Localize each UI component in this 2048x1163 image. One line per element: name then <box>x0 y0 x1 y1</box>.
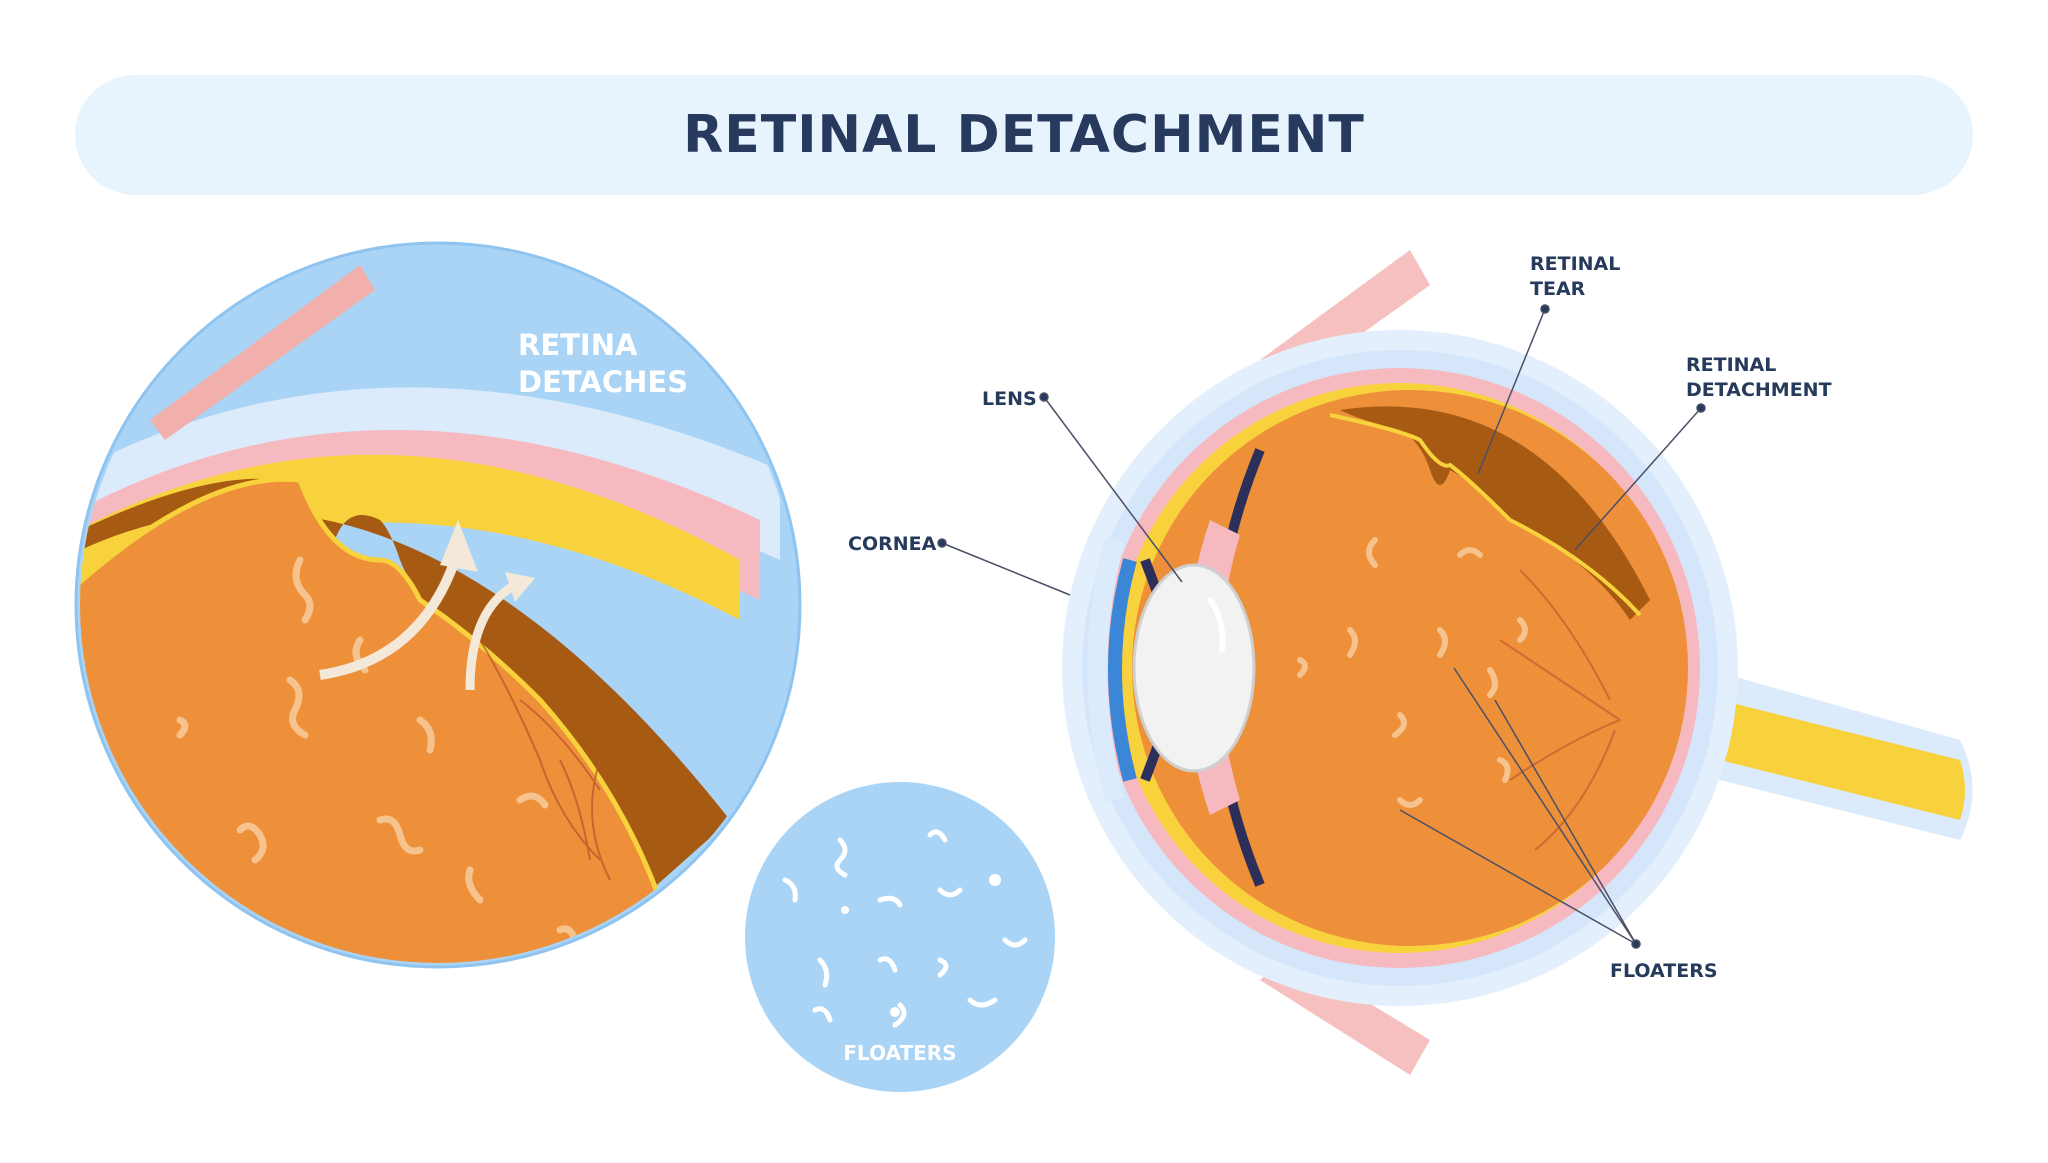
floaters-inset-label: FLOATERS <box>843 1041 956 1065</box>
floaters-inset: FLOATERS <box>745 782 1055 1092</box>
retinal-tear-label-line2: TEAR <box>1530 278 1586 300</box>
retina-detaches-label-line2: DETACHES <box>518 365 688 399</box>
retinal-detachment-label-line2: DETACHMENT <box>1686 379 1832 401</box>
retinal-tear-label-line1: RETINAL <box>1530 253 1620 275</box>
title-banner: RETINAL DETACHMENT <box>75 75 1973 195</box>
muscle-shape <box>150 265 375 440</box>
floaters-label: FLOATERS <box>1610 960 1718 982</box>
eye-cross-section <box>1062 250 1973 1075</box>
leader-lines <box>937 304 1706 949</box>
lens-label: LENS <box>982 388 1037 410</box>
retina-detaches-label-line1: RETINA <box>518 328 638 362</box>
page-title: RETINAL DETACHMENT <box>683 105 1365 165</box>
closeup-circle: RETINA DETACHES <box>74 241 802 969</box>
cornea-label: CORNEA <box>848 533 937 555</box>
retinal-detachment-label-line1: RETINAL <box>1686 354 1776 376</box>
